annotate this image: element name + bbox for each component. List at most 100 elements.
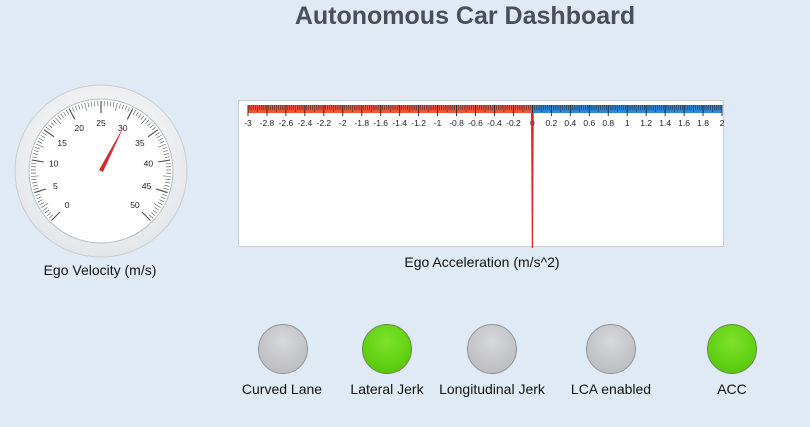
gauge-tick: [157, 202, 163, 205]
accel-tick-label: -1.4: [392, 118, 407, 128]
accel-tick-label: 0.6: [583, 118, 595, 128]
gauge-tick: [164, 181, 171, 184]
gauge-tick: [153, 203, 161, 208]
gauge-tick: [162, 147, 167, 150]
gauge-tick-label: 50: [130, 200, 140, 210]
gauge-tick: [118, 103, 121, 109]
gauge-tick: [163, 187, 169, 190]
accel-tick-label: -1.8: [354, 118, 369, 128]
gauge-tick: [81, 103, 84, 109]
gauge-tick: [57, 115, 62, 120]
gauge-tick: [148, 214, 153, 219]
gauge-tick: [156, 135, 162, 139]
gauge-tick: [32, 156, 38, 159]
gauge-tick: [37, 140, 43, 144]
gauge-tick: [115, 102, 118, 111]
gauge-tick: [36, 143, 44, 148]
status-lamp-label: ACC: [717, 381, 747, 397]
gauge-tick-label: 45: [142, 181, 152, 191]
gauge-tick: [31, 181, 38, 184]
accel-needle: [531, 113, 534, 248]
accel-tick-label: -1: [434, 118, 442, 128]
gauge-tick: [126, 108, 134, 120]
gauge-tick: [159, 199, 164, 203]
gauge-tick: [165, 178, 171, 181]
gauge-tick: [158, 137, 164, 141]
accel-tick-label: -3: [244, 118, 252, 128]
gauge-tick: [46, 212, 52, 216]
gauge-tick: [52, 119, 57, 124]
status-lamp-label: Lateral Jerk: [350, 381, 424, 397]
status-lamp-longitudinal-jerk: [467, 324, 517, 374]
gauge-tick: [112, 102, 115, 108]
gauge-tick: [60, 113, 64, 118]
velocity-gauge-label: Ego Velocity (m/s): [43, 262, 157, 278]
gauge-tick: [40, 135, 46, 139]
gauge-tick: [147, 122, 152, 126]
accel-tick-label: 1.6: [678, 118, 690, 128]
gauge-tick: [127, 107, 131, 112]
gauge-tick: [51, 211, 61, 221]
gauge-tick: [71, 107, 75, 112]
accel-tick-label: -2.8: [260, 118, 275, 128]
status-lamp-curved-lane: [258, 324, 308, 374]
status-lamp-label: LCA enabled: [570, 381, 652, 397]
accel-tick-label: 0.8: [602, 118, 614, 128]
gauge-tick: [159, 140, 165, 144]
gauge-tick-label: 10: [49, 158, 59, 168]
gauge-tick: [49, 214, 54, 219]
status-lamp-label: Curved Lane: [241, 381, 323, 397]
gauge-tick: [34, 188, 47, 194]
gauge-tick: [31, 175, 40, 177]
gauge-tick: [41, 203, 49, 208]
gauge-tick: [164, 156, 170, 159]
accel-tick-label: 1.8: [697, 118, 709, 128]
accel-tick-label: 2: [720, 118, 725, 128]
gauge-tick: [32, 184, 38, 187]
gauge-tick: [124, 105, 128, 111]
gauge-tick-label: 15: [57, 138, 67, 148]
gauge-tick: [149, 124, 154, 129]
gauge-tick: [165, 163, 171, 165]
accel-tick-label: 1.4: [659, 118, 671, 128]
gauge-tick: [31, 178, 37, 181]
gauge-tick: [38, 137, 44, 141]
gauge-tick-label: 0: [65, 200, 70, 210]
status-lamp-label: Longitudinal Jerk: [439, 381, 545, 397]
gauge-tick: [109, 101, 112, 107]
gauge-tick: [158, 159, 171, 163]
accel-tick-label: 0.4: [564, 118, 576, 128]
acceleration-scale: -3-2.8-2.6-2.4-2.2-2-1.8-1.6-1.4-1.2-1-0…: [238, 100, 725, 248]
gauge-tick: [68, 108, 76, 120]
gauge-tick: [141, 211, 151, 221]
gauge-tick: [145, 119, 150, 124]
gauge-tick: [138, 113, 142, 118]
accel-tick-label: -1.2: [411, 118, 426, 128]
accel-tick-label: -0.6: [468, 118, 483, 128]
velocity-gauge-dial: 05101520253035404550: [14, 84, 188, 258]
gauge-tick: [44, 129, 55, 138]
accel-tick-label: -2.6: [279, 118, 294, 128]
gauge-tick: [147, 129, 158, 138]
gauge-tick: [33, 187, 39, 190]
gauge-tick-label: 35: [135, 138, 145, 148]
gauge-tick: [55, 117, 61, 125]
gauge-tick: [33, 153, 39, 156]
gauge-tick: [87, 102, 90, 108]
gauge-tick: [35, 147, 40, 150]
gauge-tick: [38, 199, 43, 203]
gauge-tick: [74, 105, 78, 111]
gauge-tick: [121, 104, 124, 110]
status-lamp-acc: [707, 324, 757, 374]
accel-tick-label: -2: [339, 118, 347, 128]
accel-tick-label: -2.2: [317, 118, 332, 128]
gauge-tick: [39, 202, 45, 205]
gauge-tick: [155, 188, 168, 194]
accel-tick-label: 1: [625, 118, 630, 128]
gauge-tick-label: 40: [144, 158, 154, 168]
gauge-tick: [150, 212, 156, 216]
gauge-tick: [36, 196, 42, 200]
gauge-tick: [50, 122, 55, 126]
gauge-tick: [152, 209, 158, 214]
velocity-gauge: 05101520253035404550: [14, 84, 188, 258]
